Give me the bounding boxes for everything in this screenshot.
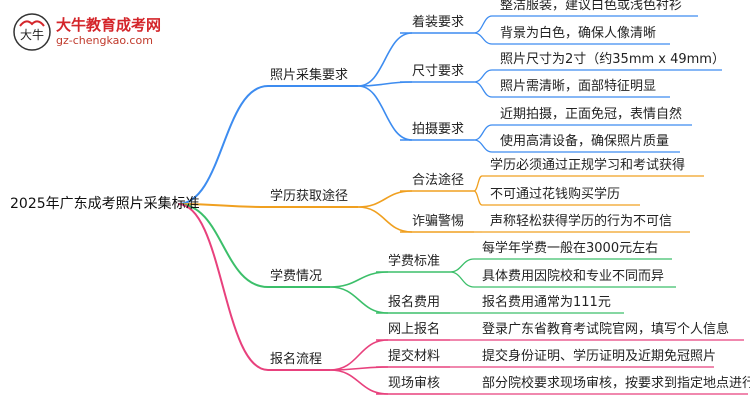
connector-topic-to-leaf [473,81,493,98]
topic-label: 报名费用 [388,295,441,310]
connector-topic-to-leaf [473,69,493,83]
leaf-label: 具体费用因院校和专业不同而异 [482,269,665,284]
leaf-label: 不可通过花钱购买学历 [490,187,621,202]
topic-label: 合法途径 [412,173,465,188]
leaf-label: 背景为白色，确保人像清晰 [500,26,657,41]
topic-label: 现场审核 [388,376,441,391]
topic-label: 诈骗警惕 [412,214,465,229]
leaf-label: 照片尺寸为2寸（约35mm x 49mm） [500,52,725,67]
leaf-label: 照片需清晰，面部特征明显 [500,79,657,94]
leaf-label: 每学年学费一般在3000元左右 [482,241,659,256]
leaf-label: 使用高清设备，确保照片质量 [500,134,670,149]
bull-logo-icon: 大牛 [13,13,51,51]
connector-branch-to-topic [357,32,413,87]
connector-branch-to-topic [329,339,389,371]
branch-label: 学费情况 [270,269,323,284]
connector-branch-to-topic [357,85,413,141]
svg-text:大牛: 大牛 [20,27,44,42]
connector-topic-to-leaf [473,32,493,45]
topic-label: 着装要求 [412,15,465,30]
connector-topic-to-leaf [449,258,475,273]
connector-root-to-branch [177,203,269,288]
connector-topic-to-leaf [473,175,483,192]
branch-label: 报名流程 [270,352,323,367]
leaf-label: 整洁服装，建议白色或浅色衬衫 [500,0,683,13]
connector-branch-to-topic [329,369,389,395]
topic-label: 学费标准 [388,254,441,269]
connector-topic-to-leaf [473,139,493,153]
connector-branch-to-topic [329,271,389,288]
leaf-label: 学历必须通过正规学习和考试获得 [490,158,686,173]
connector-root-to-branch [177,203,269,208]
leaf-label: 提交身份证明、学历证明及近期免冠照片 [482,349,717,364]
connector-branch-to-topic [357,206,413,233]
connector-branch-to-topic [357,190,413,208]
root-topic: 2025年广东成考照片采集标准 [10,196,200,212]
leaf-label: 报名费用通常为111元 [482,295,611,310]
connector-root-to-branch [177,85,269,205]
site-logo: 大牛 大牛教育成考网 gz-chengkao.com [12,12,182,52]
logo-url: gz-chengkao.com [56,34,153,47]
topic-label: 提交材料 [388,349,441,364]
leaf-label: 声称轻松获得学历的行为不可信 [490,214,673,229]
branch-label: 照片采集要求 [270,68,349,83]
topic-label: 拍摄要求 [412,122,465,137]
topic-label: 网上报名 [388,322,441,337]
topic-label: 尺寸要求 [412,64,465,79]
branch-label: 学历获取途径 [270,189,349,204]
leaf-label: 近期拍摄，正面免冠，表情自然 [500,107,683,122]
logo-title: 大牛教育成考网 [56,16,162,34]
leaf-label: 部分院校要求现场审核，按要求到指定地点进行 [482,376,750,391]
connector-topic-to-leaf [449,271,475,288]
connector-root-to-branch [177,203,269,371]
leaf-label: 登录广东省教育考试院官网，填写个人信息 [482,322,730,337]
connector-topic-to-leaf [473,190,483,206]
connector-topic-to-leaf [473,124,493,141]
connector-topic-to-leaf [473,15,493,34]
connector-branch-to-topic [329,286,389,314]
